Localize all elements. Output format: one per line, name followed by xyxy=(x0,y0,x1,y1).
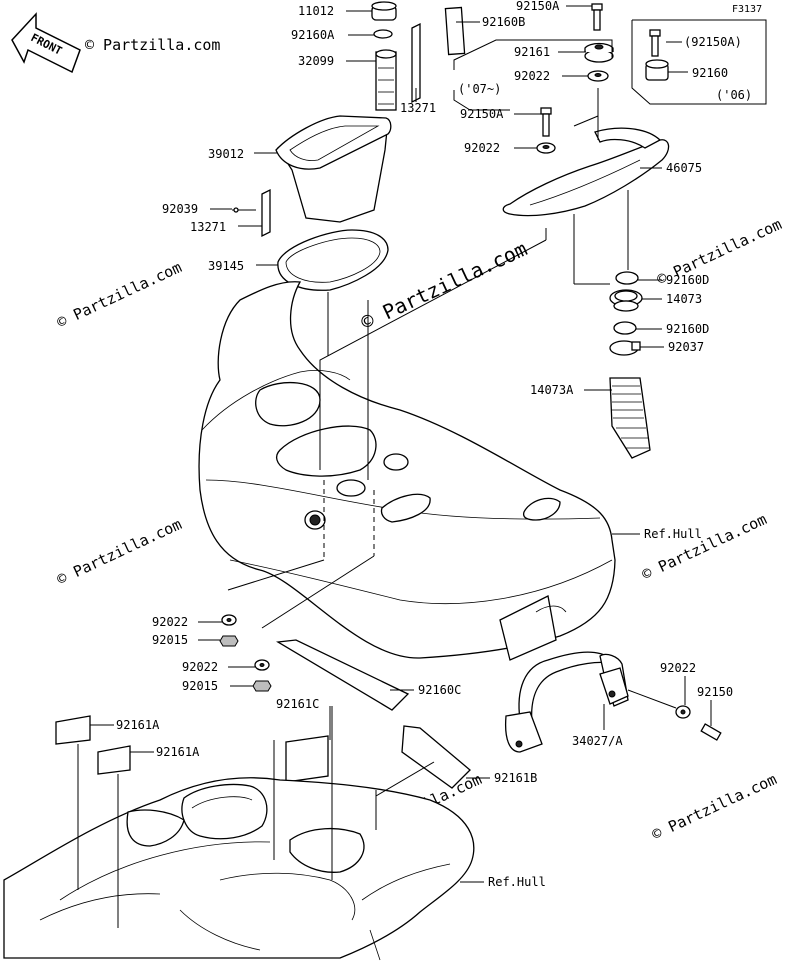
pad-92161a-2 xyxy=(97,745,131,775)
bolt-92150a-box xyxy=(649,29,661,57)
watermark: © Partzilla.com xyxy=(85,36,220,54)
label-ref-hull-2: Ref.Hull xyxy=(488,875,546,889)
label-13271-top: 13271 xyxy=(400,101,436,115)
label-92150a-top: 92150A xyxy=(516,0,560,13)
nut-92015-a xyxy=(219,635,239,647)
bolt-92150a-mid xyxy=(540,107,552,137)
label-92160c: 92160C xyxy=(418,683,461,697)
grab-bar-34027 xyxy=(504,651,629,753)
label-92015-a: 92015 xyxy=(152,633,188,647)
oring-92160a xyxy=(373,29,393,39)
label-92160d-1: 92160D xyxy=(666,273,709,287)
label-92037: 92037 xyxy=(668,340,704,354)
watermark: © Partzilla.com xyxy=(54,258,184,332)
pad-92161a-1 xyxy=(55,715,91,745)
label-92039: 92039 xyxy=(162,202,198,216)
hose-14073a xyxy=(609,377,651,459)
diagram-code: F3137 xyxy=(732,4,762,15)
label-06: ('06) xyxy=(716,88,752,102)
label-92161: 92161 xyxy=(514,45,550,59)
label-14073a: 14073A xyxy=(530,383,574,397)
label-92150: 92150 xyxy=(697,685,733,699)
leader xyxy=(261,555,375,629)
label-92022-d: 92022 xyxy=(182,660,218,674)
label-32099: 32099 xyxy=(298,54,334,68)
handle-46075 xyxy=(502,127,670,217)
label-92161c: 92161C xyxy=(276,697,319,711)
grip-92160b xyxy=(444,6,466,56)
label-92160d-2: 92160D xyxy=(666,322,709,336)
pad-13271-bot xyxy=(261,188,271,238)
pad-92161b xyxy=(401,725,471,789)
pad-92161c xyxy=(285,735,329,783)
watermark: © Partzilla.com xyxy=(639,510,769,584)
front-arrow-icon: FRONT xyxy=(11,12,81,74)
pipe-32099 xyxy=(375,49,397,111)
label-14073: 14073 xyxy=(666,292,702,306)
hull-upper xyxy=(198,281,616,661)
label-92022-a: 92022 xyxy=(514,69,550,83)
label-39012: 39012 xyxy=(208,147,244,161)
variant-box-07-top xyxy=(453,39,613,70)
hull-lower xyxy=(3,777,475,961)
label-46075: 46075 xyxy=(666,161,702,175)
clamp-92037 xyxy=(609,340,641,356)
oring-92160d-2 xyxy=(613,321,637,335)
collar-92022-c xyxy=(221,614,237,626)
label-13271-bot: 13271 xyxy=(190,220,226,234)
label-92161a-2: 92161A xyxy=(156,745,200,759)
variant-box-06 xyxy=(631,19,767,105)
label-39145: 39145 xyxy=(208,259,244,273)
label-92160a: 92160A xyxy=(291,28,335,42)
label-92150a-box: (92150A) xyxy=(684,35,742,49)
watermark: © Partzilla.com xyxy=(649,770,779,844)
watermark: © Partzilla.com xyxy=(54,515,184,589)
mat-92160c xyxy=(276,639,410,711)
label-leaders xyxy=(90,5,712,883)
nut-92015-b xyxy=(252,680,272,692)
label-92160b: 92160B xyxy=(482,15,525,29)
label-92160-box: 92160 xyxy=(692,66,728,80)
collar-92022-a xyxy=(587,70,609,82)
bucket-39012 xyxy=(275,115,392,223)
label-11012: 11012 xyxy=(298,4,334,18)
label-92022-b: 92022 xyxy=(464,141,500,155)
collar-92022-d xyxy=(254,659,270,671)
label-92161b: 92161B xyxy=(494,771,537,785)
leader xyxy=(227,559,325,591)
cap-11012 xyxy=(371,1,397,21)
gasket-39145 xyxy=(277,229,389,291)
label-92022-e: 92022 xyxy=(660,661,696,675)
leader xyxy=(573,115,599,127)
leader xyxy=(375,761,435,797)
leader xyxy=(319,239,547,470)
collar-92022-e xyxy=(675,705,691,719)
pad-13271-top xyxy=(411,22,421,104)
oring-92160d-1 xyxy=(615,271,639,285)
fitting-14073 xyxy=(609,289,643,312)
collar-92022-b xyxy=(536,142,556,154)
label-92015-b: 92015 xyxy=(182,679,218,693)
part-labels: 11012 92160A 32099 13271 39012 92039 132… xyxy=(116,0,752,889)
bolt-92150a-top xyxy=(591,3,603,31)
variant-box-07-bottom xyxy=(453,90,510,111)
damper-92160-box xyxy=(645,59,669,81)
bolt-92150 xyxy=(700,723,722,741)
leader xyxy=(627,689,677,709)
label-07: ('07~) xyxy=(458,82,501,96)
label-92022-c: 92022 xyxy=(152,615,188,629)
label-92161a-1: 92161A xyxy=(116,718,160,732)
damper-92161 xyxy=(584,42,614,63)
label-ref-hull-1: Ref.Hull xyxy=(644,527,702,541)
screw-92039 xyxy=(232,207,256,213)
label-92150a-mid: 92150A xyxy=(460,107,504,121)
label-34027: 34027/A xyxy=(572,734,623,748)
